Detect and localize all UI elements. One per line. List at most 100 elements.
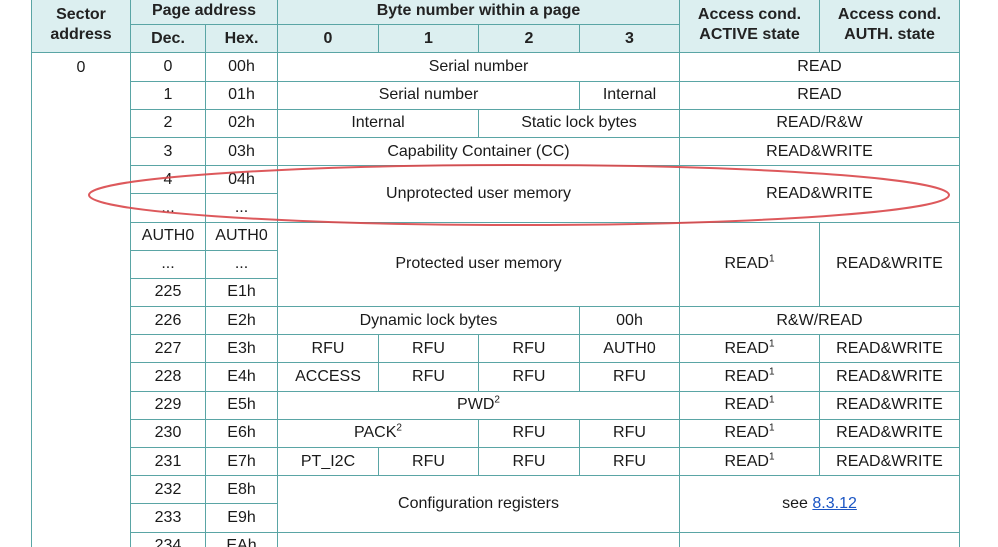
table-row: 3 03h Capability Container (CC) READ&WRI… bbox=[32, 136, 960, 167]
byte-cell: RFU bbox=[378, 446, 479, 477]
content-cell: Static lock bytes bbox=[478, 108, 680, 138]
byte-cell: RFU bbox=[579, 418, 680, 449]
byte-cell: RFU bbox=[378, 334, 479, 364]
access-cell bbox=[679, 531, 960, 547]
access-auth-cell: READ&WRITE bbox=[819, 362, 960, 392]
dec-cell: 233 bbox=[130, 503, 206, 533]
content-cell: PWD2 bbox=[277, 390, 680, 420]
byte-cell: RFU bbox=[478, 446, 580, 477]
access-active-cell: READ1 bbox=[679, 334, 820, 364]
byte-3-header: 3 bbox=[579, 24, 680, 54]
footnote-marker: 2 bbox=[494, 394, 500, 406]
dec-cell: ... bbox=[130, 193, 206, 223]
content-cell: Dynamic lock bytes bbox=[277, 306, 580, 336]
byte-cell: PT_I2C bbox=[277, 446, 379, 477]
content-cell: Serial number bbox=[277, 52, 680, 82]
access-auth-cell: READ&WRITE bbox=[819, 221, 960, 308]
dec-cell: 230 bbox=[130, 418, 206, 449]
dec-cell: 0 bbox=[130, 52, 206, 82]
content-cell: Serial number bbox=[277, 80, 580, 110]
access-auth-cell: READ&WRITE bbox=[819, 334, 960, 364]
access-cell: R&W/READ bbox=[679, 306, 960, 336]
hex-cell: ... bbox=[205, 249, 278, 279]
access-auth-cell: READ&WRITE bbox=[819, 390, 960, 420]
dec-cell: 3 bbox=[130, 136, 206, 167]
dec-cell: 227 bbox=[130, 334, 206, 364]
dec-header: Dec. bbox=[130, 24, 206, 54]
header-row-2: Dec. Hex. 0 1 2 3 bbox=[32, 24, 960, 54]
memory-map-table: Sector address Page address Byte number … bbox=[31, 0, 960, 547]
content-text: PWD bbox=[457, 396, 495, 414]
hex-cell: 00h bbox=[205, 52, 278, 82]
hex-cell: E9h bbox=[205, 503, 278, 533]
table-row: 233 E9h bbox=[32, 503, 960, 533]
table-row: 231 E7h PT_I2C RFU RFU RFU READ1 READ&WR… bbox=[32, 446, 960, 477]
byte-2-header: 2 bbox=[478, 24, 580, 54]
access-text: READ bbox=[724, 368, 769, 386]
hex-cell: E6h bbox=[205, 418, 278, 449]
dec-cell: ... bbox=[130, 249, 206, 279]
dec-cell: AUTH0 bbox=[130, 221, 206, 251]
hex-cell: 03h bbox=[205, 136, 278, 167]
dec-cell: 2 bbox=[130, 108, 206, 138]
byte-0-header: 0 bbox=[277, 24, 379, 54]
access-text: READ bbox=[724, 339, 769, 357]
table-row: 227 E3h RFU RFU RFU AUTH0 READ1 READ&WRI… bbox=[32, 334, 960, 364]
header-row-1: Sector address Page address Byte number … bbox=[31, 0, 960, 54]
access-cell: READ&WRITE bbox=[679, 165, 960, 223]
access-cell: READ/R&W bbox=[679, 108, 960, 138]
hex-cell: E1h bbox=[205, 277, 278, 308]
hex-cell: 01h bbox=[205, 80, 278, 110]
footnote-marker: 1 bbox=[768, 394, 775, 406]
access-active-cell: READ1 bbox=[679, 362, 820, 392]
footnote-marker: 1 bbox=[768, 451, 775, 463]
page-address-header: Page address bbox=[130, 0, 278, 26]
content-cell: Protected user memory bbox=[277, 221, 680, 308]
access-cell: READ&WRITE bbox=[679, 136, 960, 167]
table-row: 234 EAh bbox=[32, 531, 960, 547]
dec-cell: 231 bbox=[130, 446, 206, 477]
content-cell: 00h bbox=[579, 306, 680, 336]
table-row: 0 0 00h Serial number READ bbox=[31, 52, 960, 547]
content-cell: Internal bbox=[579, 80, 680, 110]
hex-cell: E7h bbox=[205, 446, 278, 477]
dec-cell: 229 bbox=[130, 390, 206, 420]
hex-cell: AUTH0 bbox=[205, 221, 278, 251]
dec-cell: 4 bbox=[130, 165, 206, 195]
hex-cell: 04h bbox=[205, 165, 278, 195]
table-row: 230 E6h PACK2 RFU RFU READ1 READ&WRITE bbox=[32, 418, 960, 449]
dec-cell: 232 bbox=[130, 475, 206, 505]
hex-cell: ... bbox=[205, 193, 278, 223]
table-row: 228 E4h ACCESS RFU RFU RFU READ1 READ&WR… bbox=[32, 362, 960, 392]
footnote-marker: 1 bbox=[768, 366, 775, 378]
hex-cell: E2h bbox=[205, 306, 278, 336]
content-cell: Capability Container (CC) bbox=[277, 136, 680, 167]
footnote-marker: 1 bbox=[768, 253, 775, 265]
byte-cell: RFU bbox=[579, 362, 680, 392]
access-active-cell: READ1 bbox=[679, 418, 820, 449]
section-link[interactable]: 8.3.12 bbox=[812, 494, 857, 512]
dec-cell: 234 bbox=[130, 531, 206, 547]
access-auth-cell: READ&WRITE bbox=[819, 446, 960, 477]
access-cell: READ bbox=[679, 52, 960, 82]
access-auth-cell: READ&WRITE bbox=[819, 418, 960, 449]
table-row: 4 04h Unprotected user memory READ&WRITE bbox=[32, 165, 960, 223]
access-text: READ bbox=[724, 424, 769, 442]
sector-cell: 0 bbox=[31, 52, 131, 547]
access-text: READ bbox=[724, 255, 769, 273]
byte-cell: RFU bbox=[277, 334, 379, 364]
table-row: 1 01h Serial number Internal READ bbox=[32, 80, 960, 110]
hex-cell: 02h bbox=[205, 108, 278, 138]
table-row: 225 E1h bbox=[32, 277, 960, 308]
byte-cell: RFU bbox=[478, 334, 580, 364]
table-row: 232 E8h Configuration registers see 8.3.… bbox=[32, 475, 960, 533]
table-row: AUTH0 AUTH0 Protected user memory READ1 … bbox=[32, 221, 960, 308]
byte-cell: RFU bbox=[579, 446, 680, 477]
table-row: ... ... bbox=[32, 249, 960, 279]
table-row: 226 E2h Dynamic lock bytes 00h R&W/READ bbox=[32, 306, 960, 336]
access-active-header: Access cond. ACTIVE state bbox=[679, 0, 820, 54]
hex-cell: EAh bbox=[205, 531, 278, 547]
see-text: see bbox=[782, 494, 808, 512]
footnote-marker: 1 bbox=[768, 338, 775, 350]
